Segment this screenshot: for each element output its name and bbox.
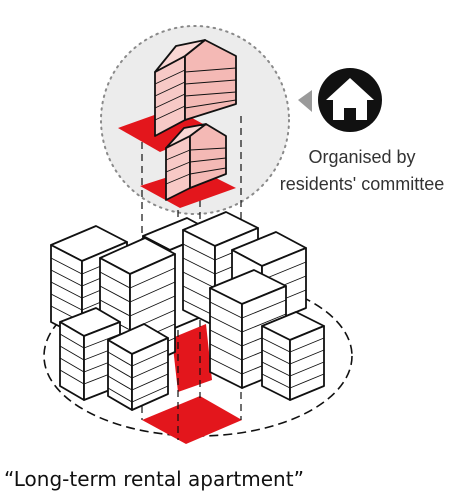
pink-houses [154, 39, 237, 201]
building-block [261, 311, 325, 401]
callout-line-1: Organised by [308, 147, 415, 167]
highlighted-house [165, 123, 227, 201]
diagram-caption: “Long-term rental apartment” [4, 467, 304, 491]
building-block [107, 323, 169, 411]
red-plot-ground-mid [172, 324, 212, 392]
apartment-blocks [50, 211, 325, 411]
red-plot-ground-bottom [142, 396, 242, 444]
house-icon [318, 68, 382, 132]
highlighted-house [154, 39, 237, 137]
callout-arrow [298, 90, 312, 112]
callout-line-2: residents' committee [280, 174, 445, 194]
